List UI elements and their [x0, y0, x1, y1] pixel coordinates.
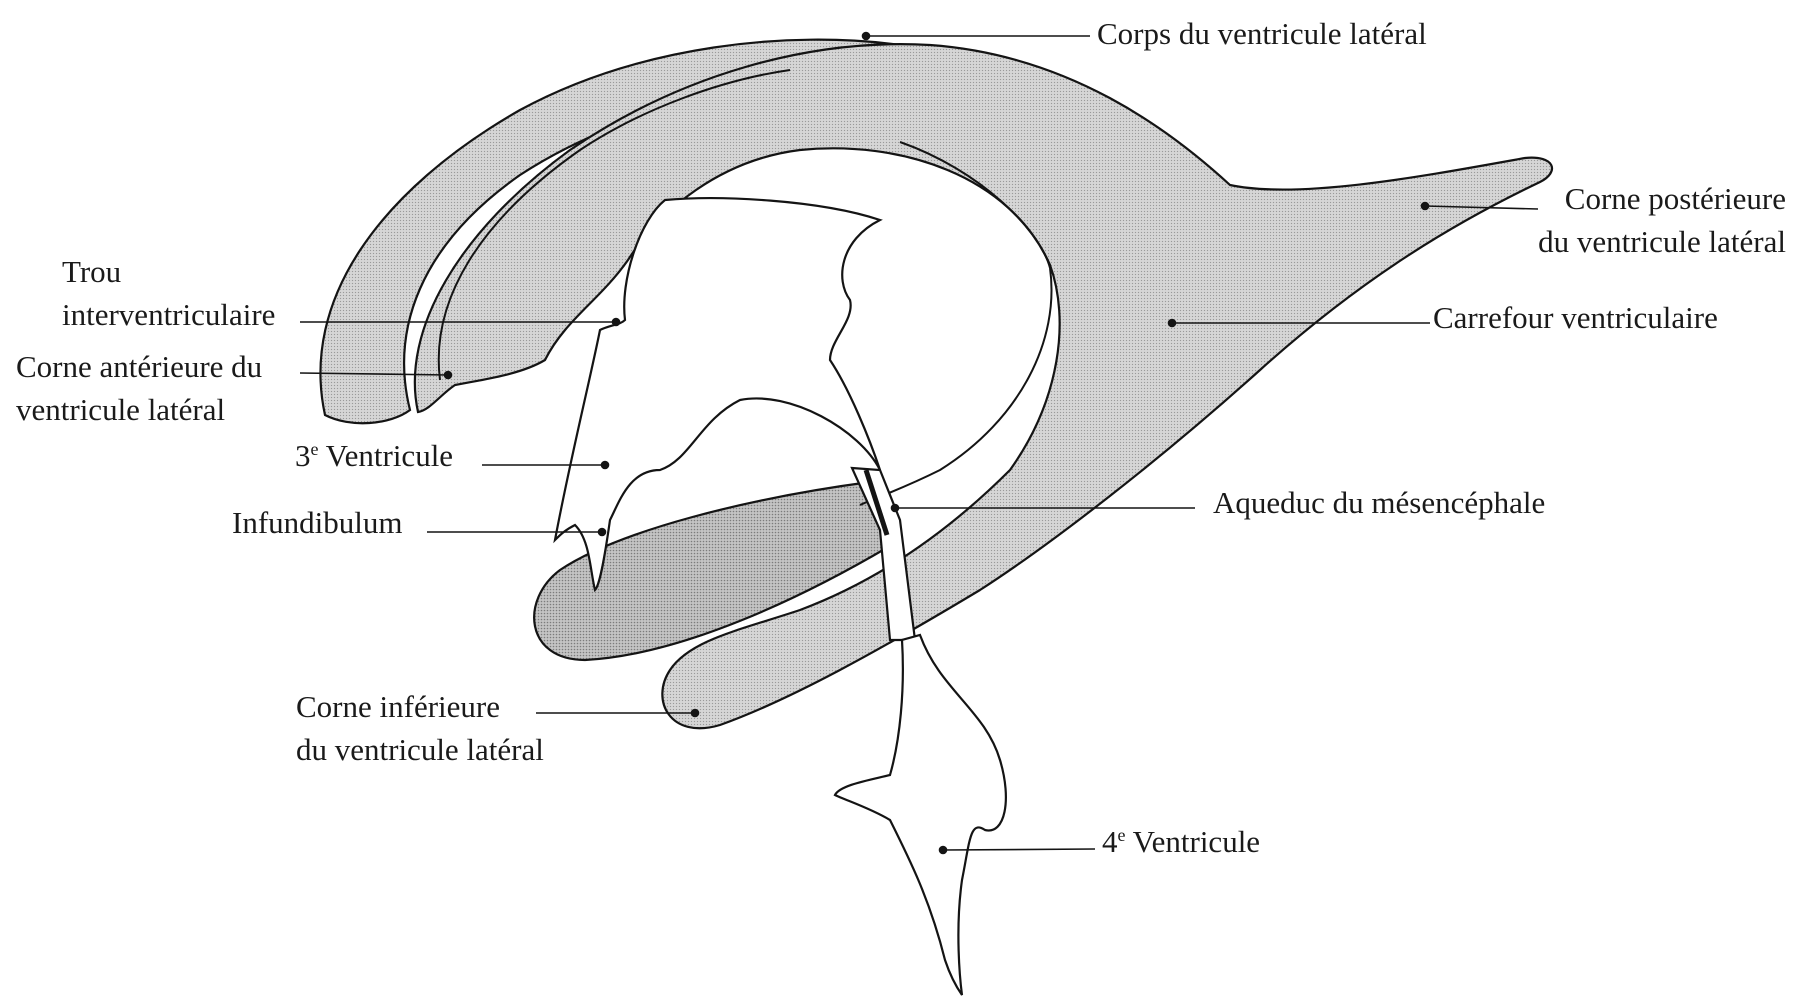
label-carrefour-ventriculaire: Carrefour ventriculaire	[1433, 296, 1718, 339]
label-corne-anterieure-line2: ventricule latéral	[16, 388, 262, 431]
label-corne-anterieure: Corne antérieure du ventricule latéral	[16, 345, 262, 431]
label-trou-line2: interventriculaire	[62, 293, 275, 336]
label-infundibulum: Infundibulum	[232, 501, 403, 544]
label-3e-ventricule: 3e Ventricule	[295, 434, 453, 477]
label-corne-posterieure-line2: du ventricule latéral	[1538, 220, 1786, 263]
label-3e-text: Ventricule	[318, 438, 453, 473]
label-corne-posterieure-line1: Corne postérieure	[1538, 177, 1786, 220]
label-3e-number: 3	[295, 438, 311, 473]
label-corps-ventricule-lateral: Corps du ventricule latéral	[1097, 12, 1427, 55]
label-4e-text: Ventricule	[1125, 824, 1260, 859]
fourth-ventricle	[835, 635, 1006, 995]
label-4e-ventricule: 4e Ventricule	[1102, 820, 1260, 863]
label-corne-posterieure: Corne postérieure du ventricule latéral	[1538, 177, 1786, 263]
label-corne-anterieure-line1: Corne antérieure du	[16, 345, 262, 388]
label-4e-number: 4	[1102, 824, 1118, 859]
label-corne-inferieure-line2: du ventricule latéral	[296, 728, 544, 771]
label-corne-inferieure-line1: Corne inférieure	[296, 685, 544, 728]
label-corne-inferieure: Corne inférieure du ventricule latéral	[296, 685, 544, 771]
label-trou-interventriculaire: Trou interventriculaire	[62, 250, 275, 336]
label-trou-line1: Trou	[62, 250, 275, 293]
label-aqueduc-mesencephale: Aqueduc du mésencéphale	[1213, 481, 1545, 524]
